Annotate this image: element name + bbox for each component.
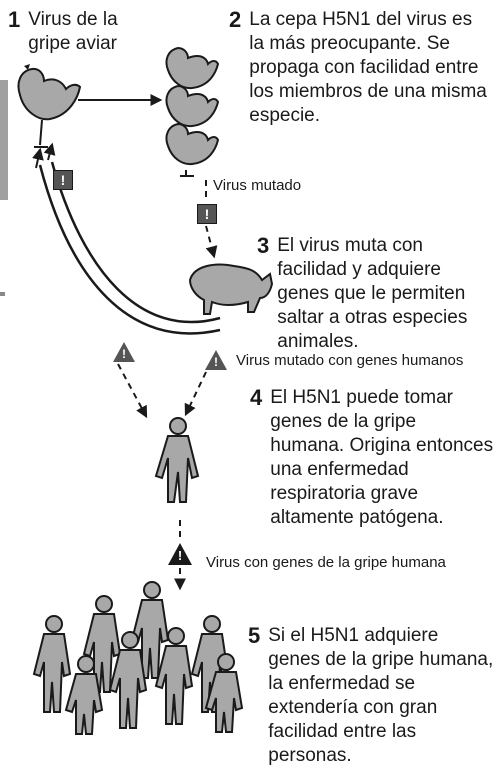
hen-icon xyxy=(17,64,82,148)
label-virus-mutado: Virus mutado xyxy=(213,177,302,194)
warning-triangle-icon xyxy=(113,342,135,362)
step-4: 4 El H5N1 puede tomar genes de la gripe … xyxy=(250,386,494,530)
person-icon xyxy=(154,417,200,503)
step-2-number: 2 xyxy=(229,7,242,32)
warning-triangle-icon xyxy=(205,350,227,370)
step-3-text: El virus muta con facilidad y adquiere g… xyxy=(277,235,468,352)
label-virus-mutado-humanos: Virus mutado con genes humanos xyxy=(236,352,464,369)
warning-square-icon: ! xyxy=(53,170,73,190)
step-4-number: 4 xyxy=(250,385,263,410)
crowd-icon xyxy=(32,581,244,735)
warning-mark: ! xyxy=(122,347,126,361)
warning-mark: ! xyxy=(177,548,183,563)
warning-square-icon: ! xyxy=(197,204,217,224)
step-3: 3 El virus muta con facilidad y adquiere… xyxy=(257,234,493,354)
warning-triangle-icon xyxy=(168,543,192,565)
step-4-text: El H5N1 puede tomar genes de la gripe hu… xyxy=(270,387,494,528)
pig-icon xyxy=(188,263,274,315)
step-2: 2 La cepa H5N1 del virus es la más preoc… xyxy=(229,8,491,128)
warning-mark: ! xyxy=(214,355,218,369)
step-5-number: 5 xyxy=(248,623,261,648)
step-2-text: La cepa H5N1 del virus es la más preocup… xyxy=(249,9,487,126)
step-5-text: Si el H5N1 adquiere genes de la gripe hu… xyxy=(268,625,494,766)
step-3-number: 3 xyxy=(257,233,270,258)
flow-diagram xyxy=(0,46,274,735)
step-1: 1 Virus de la gripe aviar xyxy=(8,8,178,56)
step-1-number: 1 xyxy=(8,7,21,32)
hen-flock-icon xyxy=(165,46,220,177)
step-1-text: Virus de la gripe aviar xyxy=(28,9,118,54)
label-virus-genes-humana: Virus con genes de la gripe humana xyxy=(206,554,446,571)
step-5: 5 Si el H5N1 adquiere genes de la gripe … xyxy=(248,624,494,768)
edge-decoration xyxy=(0,80,8,200)
